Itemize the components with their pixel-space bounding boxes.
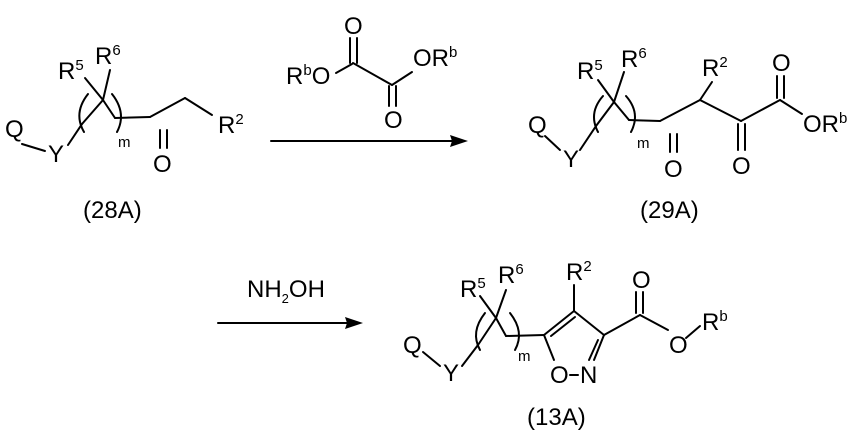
bond-chain-ring <box>506 335 544 336</box>
ring-C3-N-double <box>589 340 598 360</box>
compound-label-29A: (29A) <box>640 197 699 224</box>
bond-R6 <box>614 72 624 102</box>
o-label-ketone: O <box>664 156 683 183</box>
bond-C1-C2 <box>353 63 392 85</box>
repeat-bracket-right <box>510 313 519 350</box>
m-label: m <box>518 348 531 365</box>
q-label: Q <box>528 112 547 139</box>
bond-C3-R2 <box>700 82 712 100</box>
bond-Y-chain <box>68 124 82 145</box>
orb-label: ORb <box>803 110 847 138</box>
repeat-bracket-left <box>79 94 88 132</box>
r2-label: R2 <box>566 258 592 286</box>
ester-o-label: O <box>669 332 688 359</box>
r6-label: R6 <box>621 45 647 73</box>
bond-Q-Y <box>22 144 45 151</box>
bond-to-chain <box>103 100 115 118</box>
bond-R6 <box>103 70 110 100</box>
nh2oh-label: NH2OH <box>247 276 325 306</box>
bond-C3-C2 <box>700 100 741 121</box>
carbonyl-o-label: O <box>632 267 651 294</box>
bond-quaternary <box>82 100 103 124</box>
r5-label: R5 <box>58 57 84 85</box>
compound-29A: Q Y R5 R6 m O R2 O O ORb (29A) <box>528 45 847 224</box>
bond-O-C1 <box>336 64 352 73</box>
r2-label: R2 <box>702 54 728 82</box>
bond-R6 <box>496 290 506 318</box>
oxalate-left-label: RbO <box>286 62 330 90</box>
ring-n-label: N <box>580 362 597 389</box>
repeat-bracket-right <box>112 94 121 132</box>
ring-C5-O <box>544 335 554 360</box>
ring-o-label: O <box>550 362 569 389</box>
o-label: O <box>153 151 172 178</box>
oxalate-o-top: O <box>344 13 363 40</box>
o-label-alpha-keto: O <box>732 153 751 180</box>
bond-R5 <box>85 78 103 100</box>
compound-label-13A: (13A) <box>527 404 586 431</box>
oxalate-o-bottom: O <box>384 107 403 134</box>
r6-label: R6 <box>95 42 121 70</box>
r6-label: R6 <box>498 261 524 289</box>
y-label: Y <box>48 141 64 168</box>
compound-label-28A: (28A) <box>83 197 142 224</box>
ring-C4-C3 <box>574 311 604 335</box>
y-label: Y <box>563 146 579 173</box>
repeat-bracket-right <box>626 96 635 132</box>
m-label: m <box>118 134 131 151</box>
q-label: Q <box>403 332 422 359</box>
bond-C2-O-right <box>392 72 412 85</box>
bond-to-C4 <box>629 120 660 121</box>
bond-to-CH2 <box>150 98 185 117</box>
reagent-oxalate: RbO O O ORb <box>286 13 457 134</box>
bond-R5 <box>480 296 496 318</box>
bond-quaternary <box>478 318 496 345</box>
bond-C4-C3 <box>660 100 700 121</box>
bond-CH2-R2 <box>185 98 212 115</box>
bond-C1-OR <box>780 100 802 114</box>
q-label: Q <box>5 116 24 143</box>
bond-to-chain <box>614 102 629 120</box>
bond-Y-chain <box>462 345 478 366</box>
reaction-arrow-1 <box>271 135 468 147</box>
r2-label: R2 <box>218 111 244 139</box>
ring-C5-C4 <box>544 311 574 335</box>
bond-Q-Y <box>423 352 440 366</box>
compound-13A: Q Y R5 R6 m R2 O N O O Rb (13A) <box>403 258 728 431</box>
o-label-ester-carbonyl: O <box>772 50 791 77</box>
y-label: Y <box>443 360 459 387</box>
bond-O-Rb <box>686 326 700 338</box>
bond-to-carbonyl <box>115 117 150 118</box>
reagent-hydroxylamine: NH2OH <box>247 276 325 306</box>
bond-to-ring <box>496 318 506 336</box>
bond-Y-chain <box>580 126 596 150</box>
oxalate-right-label: ORb <box>413 44 457 72</box>
m-label: m <box>637 135 650 152</box>
bond-ester-O <box>640 315 668 330</box>
rb-label: Rb <box>702 308 728 336</box>
bond-C3-ester <box>604 315 640 335</box>
bond-Q-Y <box>545 136 560 150</box>
reaction-arrow-2 <box>218 317 363 329</box>
bond-C2-C1 <box>741 100 780 121</box>
bond-quaternary <box>596 102 614 126</box>
compound-28A: Q Y R5 R6 m O R2 (28A) <box>5 42 244 224</box>
